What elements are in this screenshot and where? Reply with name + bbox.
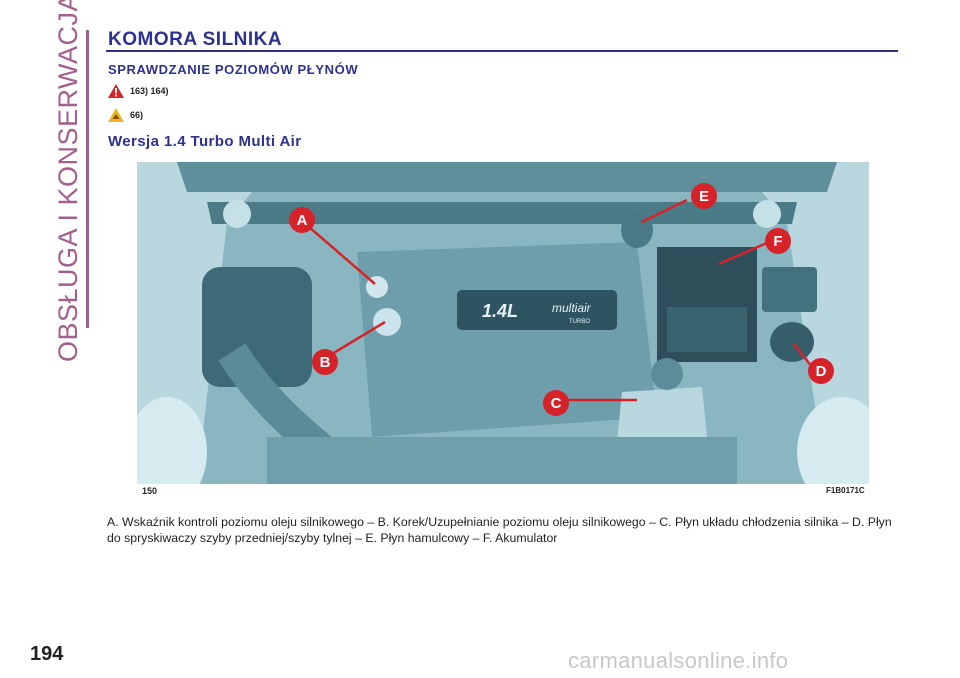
leader-lines [308,198,813,402]
engine-badge-text: 1.4L [482,301,518,321]
engine-brand-sub: TURBO [569,319,590,325]
engine-brand-text: multiair [552,301,592,315]
svg-text:D: D [816,363,827,380]
svg-text:C: C [551,395,562,412]
engine-badge [457,290,617,330]
caution-triangle-icon [108,108,124,122]
callout-d: D [808,358,834,384]
heading-rule [106,50,898,52]
version-title: Wersja 1.4 Turbo Multi Air [108,133,302,150]
danger-warning-row: 163) 164) [108,84,169,98]
svg-text:A: A [297,212,308,229]
strut-mount-left [223,200,251,228]
washer-cap [770,322,814,362]
callout-b: B [312,349,338,375]
section-side-label: OBSŁUGA I KONSERWACJA [53,0,84,363]
side-rule [86,30,89,328]
svg-text:B: B [320,354,331,371]
figure-caption: A. Wskaźnik kontroli poziomu oleju silni… [107,515,892,545]
svg-text:E: E [699,188,709,205]
watermark: carmanualsonline.info [568,648,789,673]
figure-number: 150 [142,486,158,496]
battery-cover [667,307,747,352]
hood-edge [177,162,837,192]
warning-refs: 163) 164) [130,86,169,96]
fuse-box [762,267,817,312]
engine-cover [357,242,657,437]
callout-c: C [543,390,569,416]
engine-bay-figure: 1.4L multiair TURBO A [137,162,869,484]
strut-mount-right [753,200,781,228]
svg-text:F: F [773,233,782,250]
left-headlight [137,397,207,484]
figure-code: F1B0171C [826,486,865,495]
callout-a: A [289,207,315,233]
brake-reservoir [621,212,653,248]
radiator-support [267,437,737,484]
callout-e: E [691,183,717,209]
caution-refs: 66) [130,110,144,120]
subheading: SPRAWDZANIE POZIOMÓW PŁYNÓW [108,62,359,77]
coolant-reservoir [617,387,707,442]
coolant-cap [651,358,683,390]
callout-f: F [765,228,791,254]
page-number: 194 [30,643,64,665]
right-headlight [797,397,869,484]
danger-triangle-icon [108,84,124,98]
oil-filler-cap [373,308,401,336]
caution-warning-row: 66) [108,108,143,122]
page-heading: KOMORA SILNIKA [108,29,283,50]
